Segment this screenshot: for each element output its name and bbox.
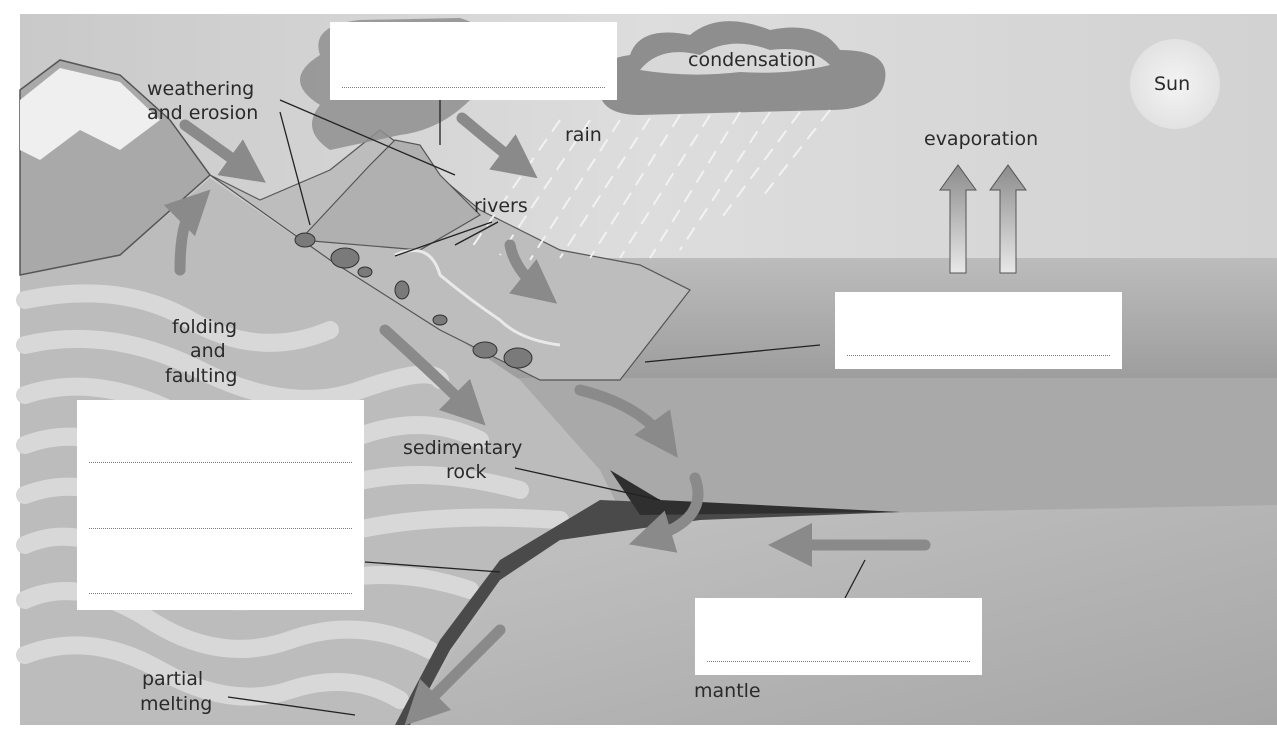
answer-box-coast[interactable] bbox=[835, 292, 1122, 369]
label-partial-2: melting bbox=[140, 693, 212, 715]
answer-line bbox=[342, 87, 605, 88]
label-rain: rain bbox=[565, 124, 602, 146]
label-sedimentary-1: sedimentary bbox=[403, 437, 522, 459]
answer-line bbox=[89, 528, 352, 529]
answer-line bbox=[847, 355, 1110, 356]
answer-line bbox=[89, 593, 352, 594]
answer-line bbox=[707, 661, 970, 662]
label-weathering-2: and erosion bbox=[147, 102, 258, 124]
label-mantle: mantle bbox=[694, 680, 761, 702]
answer-box-volcano[interactable] bbox=[330, 22, 617, 100]
label-folding-2: and bbox=[190, 340, 226, 362]
answer-box-plate[interactable] bbox=[695, 598, 982, 675]
label-condensation: condensation bbox=[688, 49, 816, 71]
answer-line bbox=[89, 462, 352, 463]
label-partial-1: partial bbox=[142, 668, 203, 690]
label-rivers: rivers bbox=[474, 195, 528, 217]
label-folding-3: faulting bbox=[165, 365, 237, 387]
label-weathering-1: weathering bbox=[147, 78, 254, 100]
label-sun: Sun bbox=[1154, 73, 1190, 95]
label-folding-1: folding bbox=[172, 316, 237, 338]
answer-box-rock-type[interactable] bbox=[77, 400, 364, 610]
label-sedimentary-2: rock bbox=[446, 461, 486, 483]
label-evaporation: evaporation bbox=[924, 128, 1038, 150]
